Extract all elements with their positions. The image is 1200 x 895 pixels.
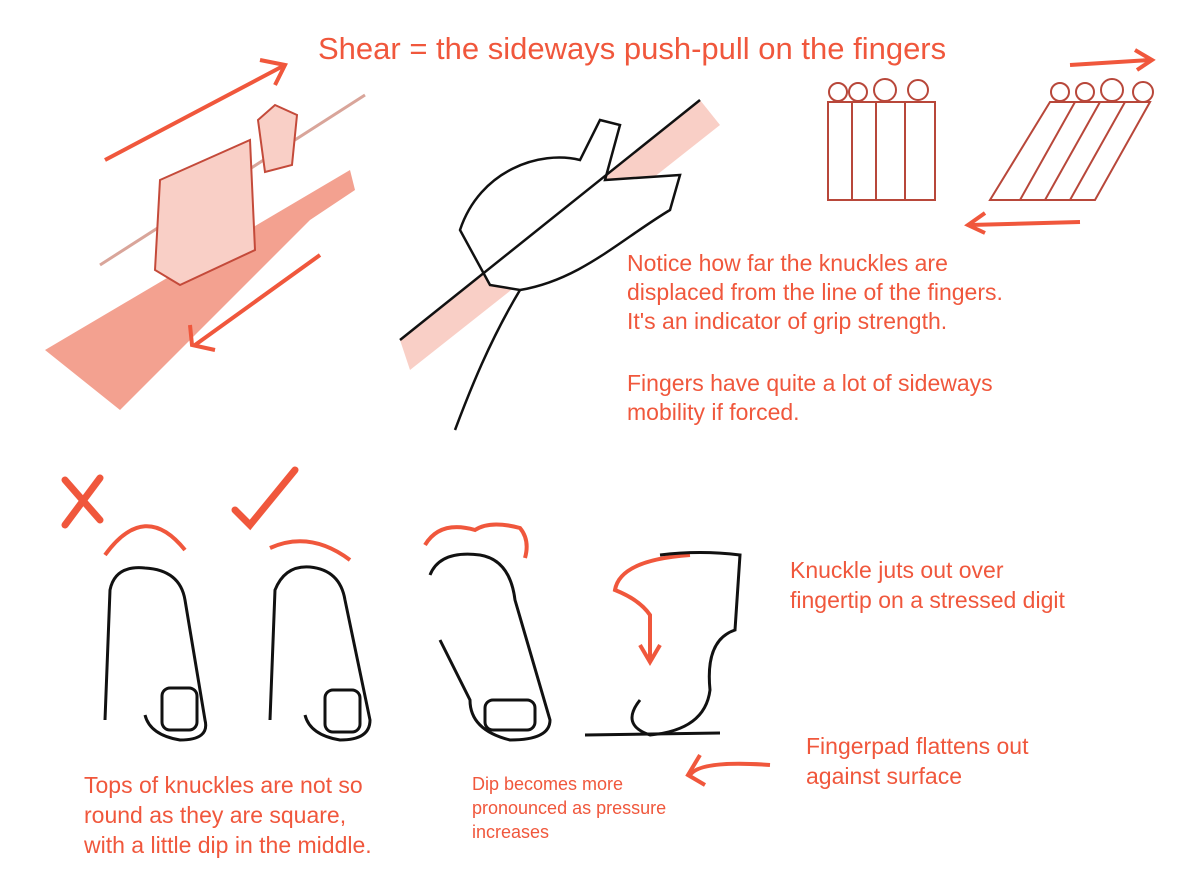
note-fingerpad: Fingerpad flattens out against surface [806, 733, 1029, 789]
note-dip-pressure: Dip becomes more pronounced as pressure … [472, 774, 667, 842]
finger-shear-boxes [827, 78, 1154, 201]
arrows [964, 48, 1156, 235]
page-title: Shear = the sideways push-pull on the fi… [318, 31, 947, 66]
note-knuckle-juts: Knuckle juts out over fingertip on a str… [790, 557, 1065, 613]
blocky-hand-sketch [45, 58, 366, 410]
knuckle-tops [103, 522, 771, 787]
note-sideways-mobility: Fingers have quite a lot of sideways mob… [627, 370, 993, 425]
note-knuckles-displaced: Notice how far the knuckles are displace… [627, 250, 1003, 334]
hand-grip-sketch [399, 99, 720, 431]
note-tops-of-knuckles: Tops of knuckles are not so round as the… [84, 772, 372, 858]
finger-sketches [103, 551, 742, 742]
wrong-right-marks [61, 466, 299, 531]
